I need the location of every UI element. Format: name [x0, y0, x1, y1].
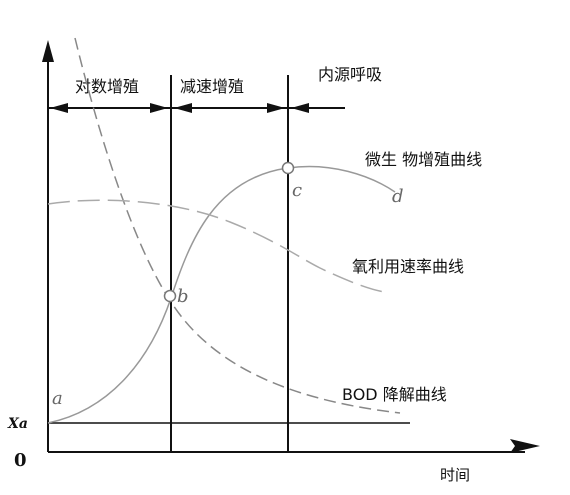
- phase-label-log-growth: 对数增殖: [75, 77, 139, 96]
- curve-label-microbe-growth: 微生 物增殖曲线: [365, 150, 482, 169]
- point-label-a: a: [52, 388, 63, 409]
- point-b-marker: [163, 289, 177, 303]
- oxygen-uptake-curve: [47, 199, 386, 293]
- phase-arrow-mid-end: [267, 103, 285, 113]
- phase-arrow-left-end: [150, 103, 168, 113]
- y-axis-arrow: [42, 40, 54, 62]
- point-label-d: d: [392, 186, 404, 207]
- phase-label-endogenous-respiration: 内源呼吸: [318, 65, 382, 84]
- point-label-b: b: [177, 286, 189, 307]
- point-c-marker: [281, 161, 295, 175]
- phase-arrow-left-start: [50, 103, 68, 113]
- xa-axis-label: Xa: [7, 416, 28, 432]
- origin-label: 0: [14, 450, 27, 471]
- x-axis-arrow: [510, 439, 540, 453]
- curve-label-bod-removal: BOD 降解曲线: [342, 385, 447, 404]
- point-label-c: c: [292, 180, 302, 201]
- x-axis-label: 时间: [440, 466, 470, 484]
- microbe-growth-curve: [47, 165, 396, 424]
- phase-label-decline-growth: 减速增殖: [180, 77, 244, 96]
- phase-arrow-mid-start: [174, 103, 192, 113]
- curve-label-oxygen-uptake: 氧利用速率曲线: [352, 257, 464, 276]
- phase-arrow-right-start: [291, 103, 309, 113]
